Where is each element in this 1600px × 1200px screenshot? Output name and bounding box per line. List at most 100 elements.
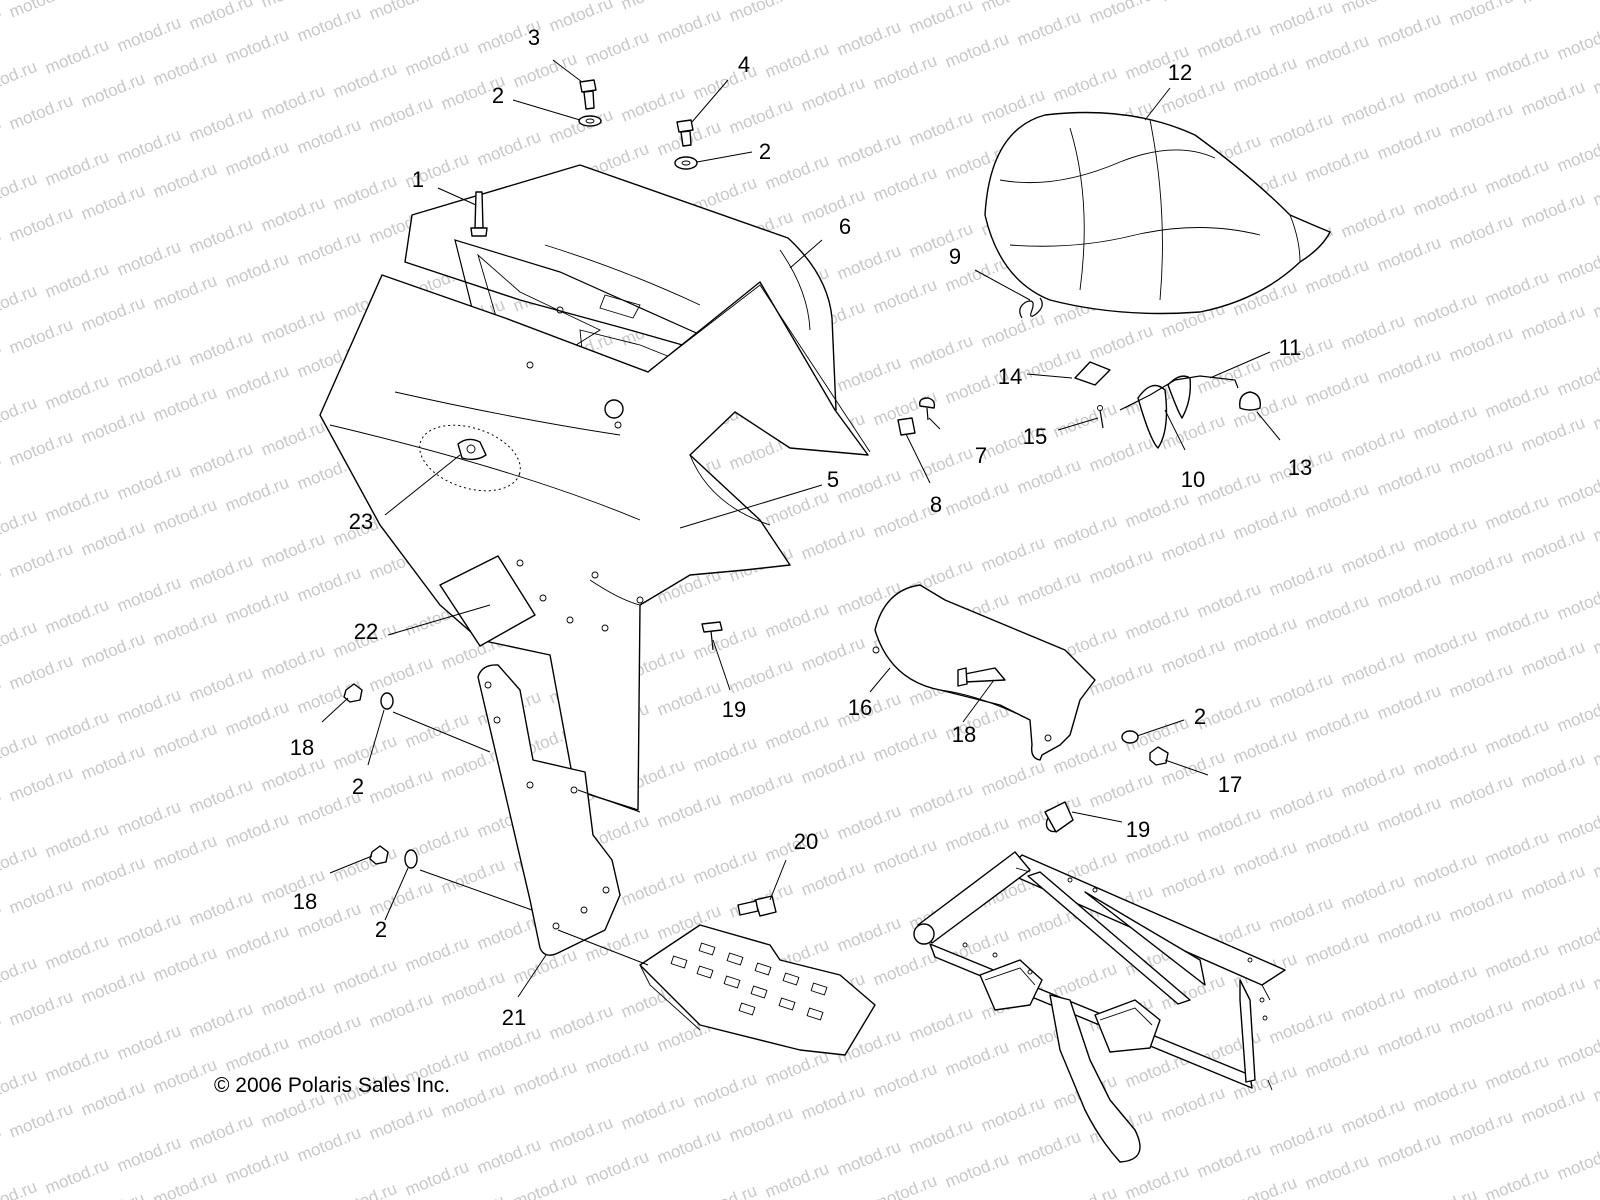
watermark-text: motod.ru bbox=[0, 113, 4, 156]
watermark-text: motod.ru bbox=[1050, 511, 1119, 554]
watermark-text: motod.ru bbox=[330, 59, 399, 102]
watermark-text: motod.ru bbox=[1482, 43, 1551, 86]
watermark-text: motod.ru bbox=[1446, 547, 1515, 590]
watermark-text: motod.ru bbox=[510, 1169, 579, 1200]
watermark-text: motod.ru bbox=[366, 1101, 435, 1144]
watermark-text: motod.ru bbox=[762, 39, 831, 82]
seat-12 bbox=[984, 111, 1331, 315]
watermark-text: motod.ru bbox=[1410, 177, 1479, 220]
watermark-text: motod.ru bbox=[1338, 311, 1407, 354]
watermark-text: motod.ru bbox=[834, 241, 903, 284]
watermark-text: motod.ru bbox=[870, 947, 939, 990]
watermark-text: motod.ru bbox=[1590, 1063, 1600, 1106]
callout-18: 18 bbox=[289, 735, 315, 760]
watermark-text: motod.ru bbox=[294, 1123, 363, 1166]
watermark-text: motod.ru bbox=[294, 1011, 363, 1054]
watermark-text: motod.ru bbox=[1410, 289, 1479, 332]
watermark-text: motod.ru bbox=[1410, 513, 1479, 556]
watermark-text: motod.ru bbox=[1446, 659, 1515, 702]
watermark-text: motod.ru bbox=[1230, 837, 1299, 880]
callout-15: 15 bbox=[1022, 424, 1048, 449]
watermark-text: motod.ru bbox=[186, 775, 255, 818]
watermark-text: motod.ru bbox=[870, 723, 939, 766]
watermark-text: motod.ru bbox=[186, 551, 255, 594]
watermark-text: motod.ru bbox=[798, 745, 867, 788]
watermark-text: motod.ru bbox=[1050, 959, 1119, 1002]
washer-2a bbox=[578, 115, 602, 127]
nut-18a bbox=[343, 683, 363, 703]
watermark-text: motod.ru bbox=[654, 677, 723, 720]
watermark-text: motod.ru bbox=[1410, 625, 1479, 668]
watermark-text: motod.ru bbox=[1338, 1095, 1407, 1138]
watermark-text: motod.ru bbox=[222, 921, 291, 964]
washer-2b bbox=[674, 156, 698, 170]
watermark-text: motod.ru bbox=[654, 789, 723, 832]
screw-7 bbox=[918, 397, 936, 421]
watermark-text: motod.ru bbox=[42, 1155, 111, 1198]
watermark-text: motod.ru bbox=[1050, 1183, 1119, 1200]
watermark-text: motod.ru bbox=[0, 337, 4, 380]
footrest-20 bbox=[639, 924, 876, 1056]
watermark-text: motod.ru bbox=[438, 1191, 507, 1200]
watermark-text: motod.ru bbox=[114, 1133, 183, 1176]
watermark-text: motod.ru bbox=[150, 719, 219, 762]
watermark-text: motod.ru bbox=[690, 1181, 759, 1200]
watermark-text: motod.ru bbox=[258, 641, 327, 684]
watermark-text: motod.ru bbox=[114, 13, 183, 56]
watermark-text: motod.ru bbox=[6, 763, 75, 806]
watermark-text: motod.ru bbox=[114, 461, 183, 504]
watermark-text: motod.ru bbox=[1122, 1161, 1191, 1200]
watermark-text: motod.ru bbox=[1302, 143, 1371, 186]
watermark-text: motod.ru bbox=[1410, 65, 1479, 108]
watermark-text: motod.ru bbox=[78, 629, 147, 672]
watermark-text: motod.ru bbox=[150, 1055, 219, 1098]
watermark-text: motod.ru bbox=[1302, 479, 1371, 522]
watermark-text: motod.ru bbox=[1374, 793, 1443, 836]
watermark-text: motod.ru bbox=[978, 309, 1047, 352]
watermark-text: motod.ru bbox=[1446, 435, 1515, 478]
watermark-text: motod.ru bbox=[1518, 749, 1587, 792]
watermark-text: motod.ru bbox=[0, 225, 4, 268]
watermark-text: motod.ru bbox=[294, 227, 363, 270]
watermark-text: motod.ru bbox=[870, 51, 939, 94]
watermark-text: motod.ru bbox=[546, 1113, 615, 1156]
watermark-text: motod.ru bbox=[78, 405, 147, 448]
watermark-text: motod.ru bbox=[510, 1057, 579, 1100]
watermark-text: motod.ru bbox=[1482, 267, 1551, 310]
callout-11: 11 bbox=[1278, 335, 1302, 360]
watermark-text: motod.ru bbox=[1266, 669, 1335, 712]
watermark-text: motod.ru bbox=[1374, 905, 1443, 948]
watermark-text: motod.ru bbox=[942, 813, 1011, 856]
watermark-text: motod.ru bbox=[1338, 199, 1407, 242]
watermark-text: motod.ru bbox=[42, 1043, 111, 1086]
callout-18: 18 bbox=[951, 722, 977, 747]
watermark-text: motod.ru bbox=[258, 193, 327, 236]
watermark-text: motod.ru bbox=[1086, 657, 1155, 700]
watermark-text: motod.ru bbox=[0, 1121, 4, 1164]
watermark-text: motod.ru bbox=[690, 1069, 759, 1112]
callout-13: 13 bbox=[1287, 455, 1313, 480]
watermark-text: motod.ru bbox=[0, 673, 4, 716]
watermark-text: motod.ru bbox=[1410, 401, 1479, 444]
watermark-text: motod.ru bbox=[258, 529, 327, 572]
watermark-text: motod.ru bbox=[834, 353, 903, 396]
watermark-text: motod.ru bbox=[1374, 233, 1443, 276]
watermark-text: motod.ru bbox=[1014, 455, 1083, 498]
watermark-text: motod.ru bbox=[1158, 523, 1227, 566]
watermark-text: motod.ru bbox=[762, 1159, 831, 1200]
watermark-text: motod.ru bbox=[798, 633, 867, 676]
watermark-text: motod.ru bbox=[1194, 579, 1263, 622]
watermark-text: motod.ru bbox=[114, 573, 183, 616]
watermark-text: motod.ru bbox=[1554, 357, 1600, 400]
watermark-text: motod.ru bbox=[330, 171, 399, 214]
watermark-text: motod.ru bbox=[870, 275, 939, 318]
watermark-text: motod.ru bbox=[150, 1167, 219, 1200]
watermark-text: motod.ru bbox=[654, 5, 723, 48]
watermark-text: motod.ru bbox=[6, 427, 75, 470]
watermark-text: motod.ru bbox=[1302, 815, 1371, 858]
watermark-text: motod.ru bbox=[258, 81, 327, 124]
watermark-text: motod.ru bbox=[1266, 109, 1335, 152]
watermark-text: motod.ru bbox=[1338, 87, 1407, 130]
watermark-text: motod.ru bbox=[78, 181, 147, 224]
watermark-text: motod.ru bbox=[1302, 591, 1371, 634]
